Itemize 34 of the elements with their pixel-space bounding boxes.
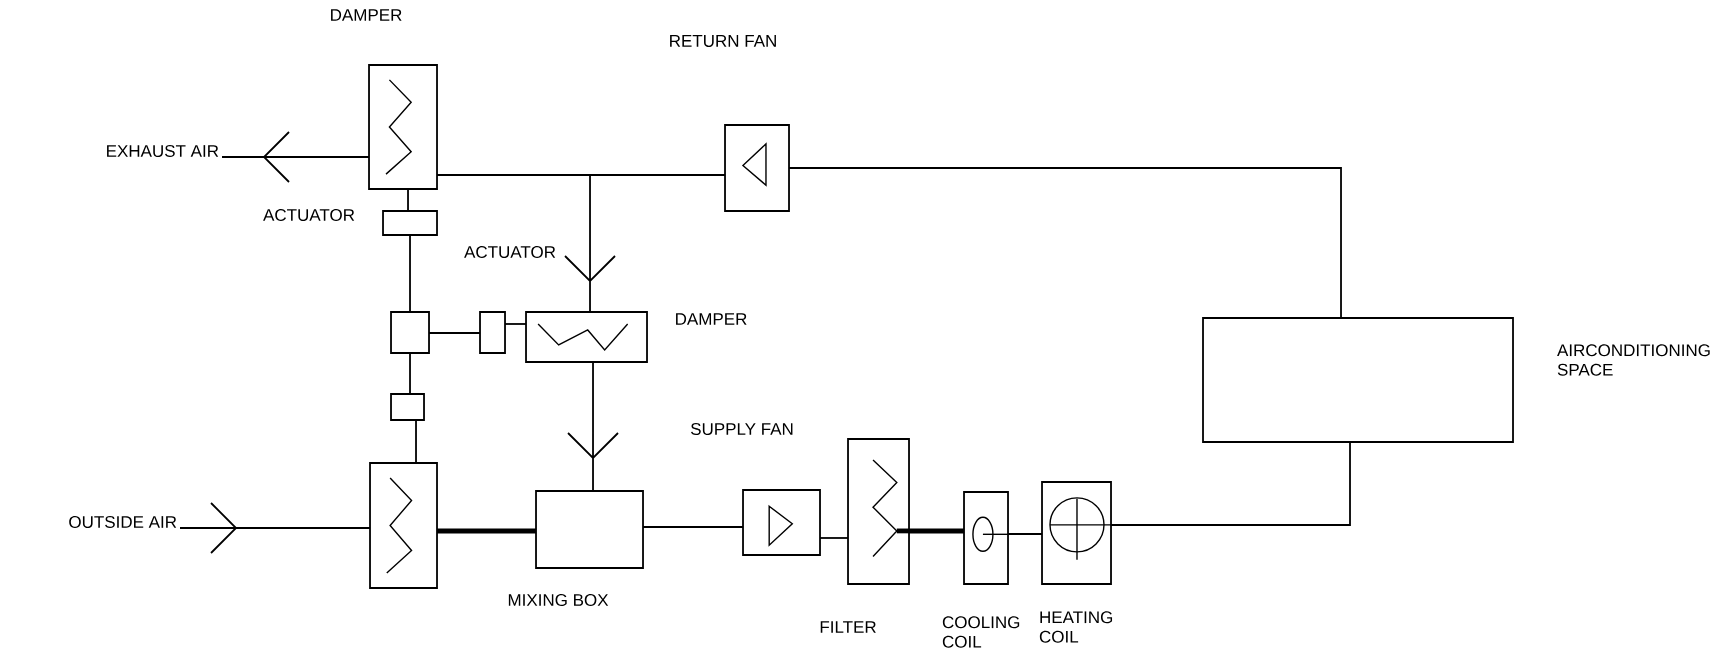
component-label: ACTUATOR [464, 246, 556, 258]
component-label: HEATING COIL [1039, 611, 1113, 643]
component-label: ACTUATOR [263, 209, 355, 221]
airflow-arrow [179, 502, 371, 554]
component-label: RETURN FAN [670, 35, 776, 47]
duct-line [437, 528, 536, 534]
air-label: OUTSIDE AIR [69, 515, 177, 528]
airflow-arrow [564, 174, 726, 313]
linkage-line [409, 352, 411, 395]
actuator-box [390, 393, 425, 421]
component-label: SUPPLY FAN [691, 422, 793, 435]
linkage-line [415, 419, 417, 464]
linkage-line [504, 323, 527, 325]
controller-box [390, 311, 430, 354]
duct-line [642, 526, 744, 528]
component-label: FILTER [820, 621, 876, 633]
component-label: AIRCONDITIONING SPACE [1557, 344, 1710, 376]
air-label: EXHAUST AIR [107, 144, 219, 157]
actuator-box [479, 311, 506, 354]
duct-line [1110, 441, 1351, 526]
component-label: DAMPER [676, 313, 747, 325]
damper-symbol [369, 462, 438, 589]
linkage-line [409, 234, 411, 313]
airflow-arrow [567, 361, 619, 492]
duct-line [909, 528, 964, 534]
component-label: COOLING COIL [942, 616, 1020, 648]
component-label: MIXING BOX [508, 593, 609, 606]
airflow-arrow [221, 131, 370, 183]
duct-line [1007, 533, 1043, 535]
linkage-line [428, 332, 481, 334]
duct-line [788, 167, 1342, 319]
component-label: DAMPER [331, 9, 402, 21]
duct-line [819, 537, 849, 539]
linkage-line [407, 188, 409, 212]
